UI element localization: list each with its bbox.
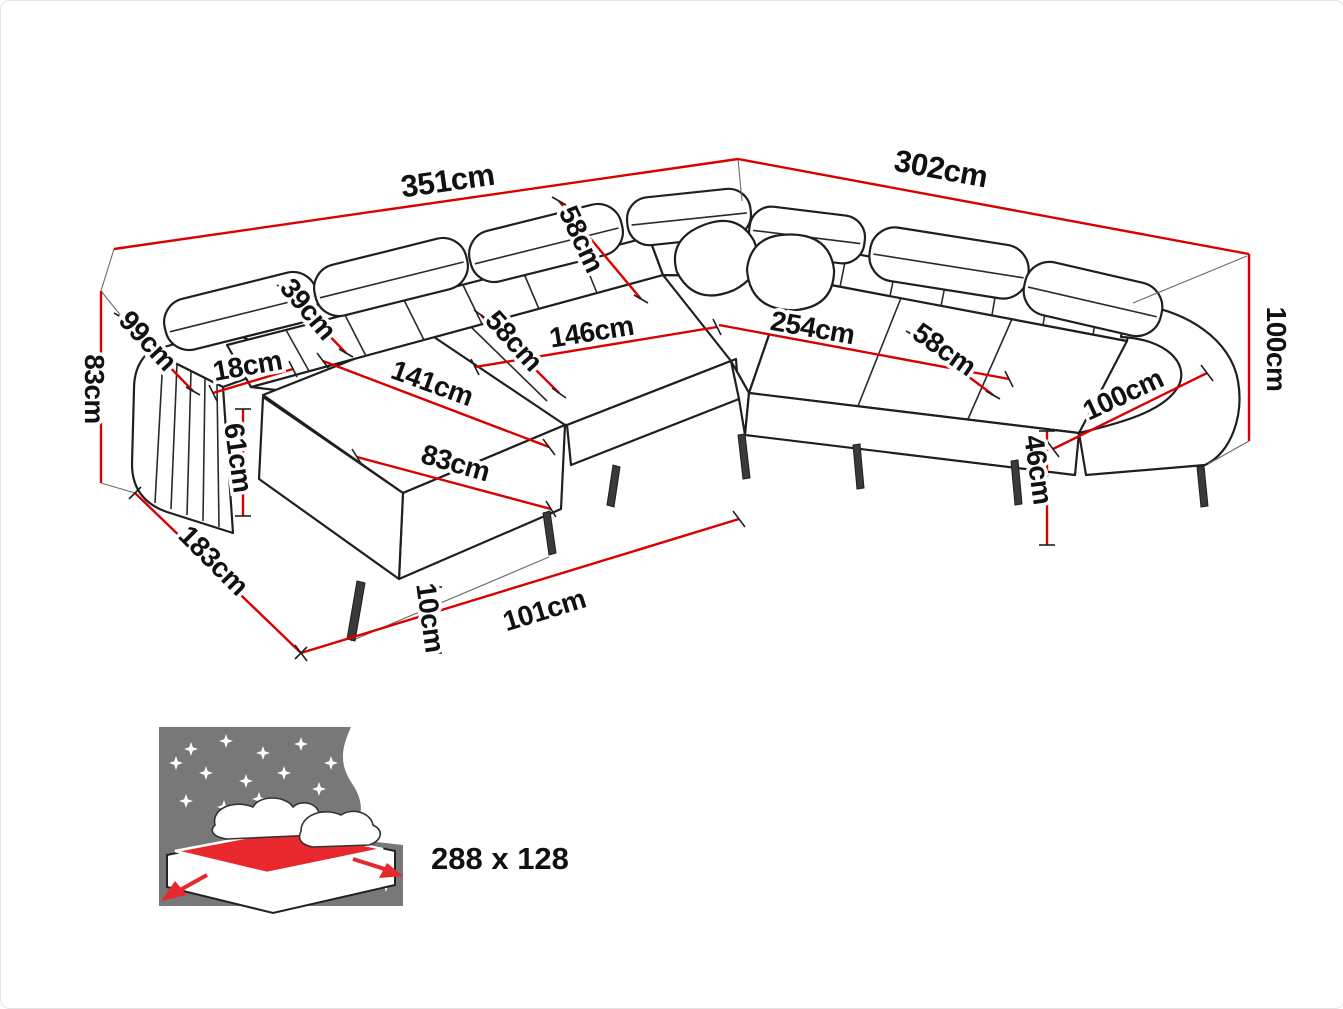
dim-front-width: 101cm [499,583,589,637]
dimension-lines [99,157,1251,662]
dimline-58-top [558,200,642,300]
dimline-146 [474,325,718,369]
seat-seams [468,297,1013,420]
sleeping-size-label: 288 x 128 [431,841,569,876]
left-armrest-stripes [154,356,220,528]
dim-leg-height: 10cm [410,581,450,654]
dim-total-width-right: 302cm [891,143,990,195]
unfold-arrow-left [161,873,208,901]
dimline-141 [322,359,550,449]
left-armrest-side [130,349,235,535]
seat-front-right [743,391,1081,477]
dimline-18 [212,367,294,395]
unfold-arrow-right [352,857,403,878]
dimline-100-armrest [1052,371,1208,451]
dimline-58-left [480,314,560,394]
dimline-302 [737,157,1250,256]
corner-pillows [673,219,836,312]
bed-pillow-right [298,810,381,848]
dimline-58-right [912,334,994,396]
sofa-legs [346,433,1209,642]
chaise-front-left-face [257,395,405,581]
right-armrest [1077,301,1241,477]
sofa-bed-night-icon [159,727,403,915]
bed-pillow-left [211,797,328,840]
sofa-outline [130,187,1241,642]
dimline-83-chaise [356,455,552,511]
dimension-ticks [113,196,1214,662]
dim-height-right: 100cm [1261,307,1292,392]
dimline-39 [283,288,347,354]
dim-height-left: 83cm [79,354,110,424]
dimline-351 [113,157,739,251]
dimline-183 [134,492,302,654]
dimline-101 [300,517,740,655]
dim-total-width-left: 351cm [399,157,497,205]
dimline-99 [120,316,194,392]
dim-depth-left: 183cm [173,519,255,601]
